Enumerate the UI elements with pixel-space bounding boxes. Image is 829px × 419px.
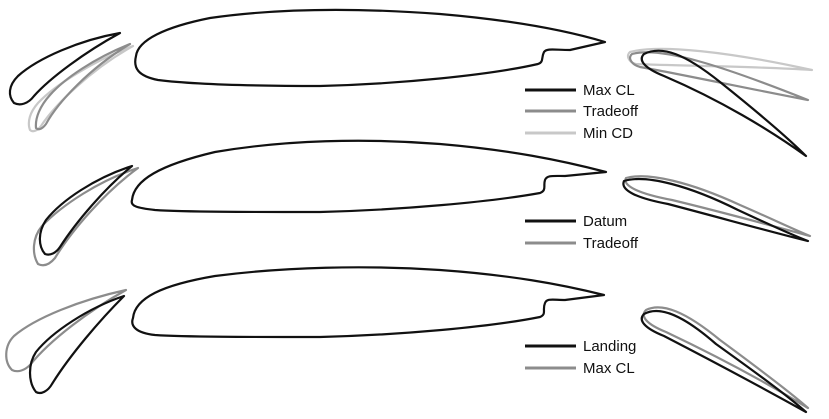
- legend-bottom: Landing Max CL: [525, 338, 636, 377]
- slat-top-tradeoff: [34, 42, 132, 131]
- flap-middle-datum: [622, 177, 810, 243]
- slat-middle-datum: [38, 164, 134, 256]
- slat-top-max-cl: [8, 31, 122, 106]
- legend-label-tradeoff: Tradeoff: [583, 103, 639, 120]
- slat-bottom-landing: [28, 294, 126, 395]
- flap-middle-tradeoff: [624, 175, 812, 238]
- slat-bottom-max-cl: [5, 288, 128, 373]
- legend-top: Max CL Tradeoff Min CD: [525, 82, 639, 142]
- panel-top: Max CL Tradeoff Min CD: [8, 8, 814, 158]
- legend-label-datum: Datum: [583, 213, 627, 230]
- legend-label-min-cd: Min CD: [583, 125, 633, 142]
- legend-middle: Datum Tradeoff: [525, 213, 639, 252]
- main-element-middle: [130, 139, 608, 214]
- main-element-top: [134, 8, 607, 88]
- panel-middle: Datum Tradeoff: [32, 139, 812, 267]
- flap-top-tradeoff: [629, 51, 810, 102]
- legend-label-max-cl: Max CL: [583, 82, 635, 99]
- flap-bottom-landing: [640, 309, 808, 414]
- legend-label-landing: Landing: [583, 338, 636, 355]
- legend-label-max-cl: Max CL: [583, 360, 635, 377]
- legend-label-tradeoff: Tradeoff: [583, 235, 639, 252]
- panel-bottom: Landing Max CL: [5, 266, 810, 414]
- flap-top-max-cl: [640, 49, 808, 158]
- main-element-bottom: [131, 266, 606, 339]
- slat-middle-tradeoff: [32, 166, 140, 267]
- flap-bottom-max-cl: [642, 306, 810, 410]
